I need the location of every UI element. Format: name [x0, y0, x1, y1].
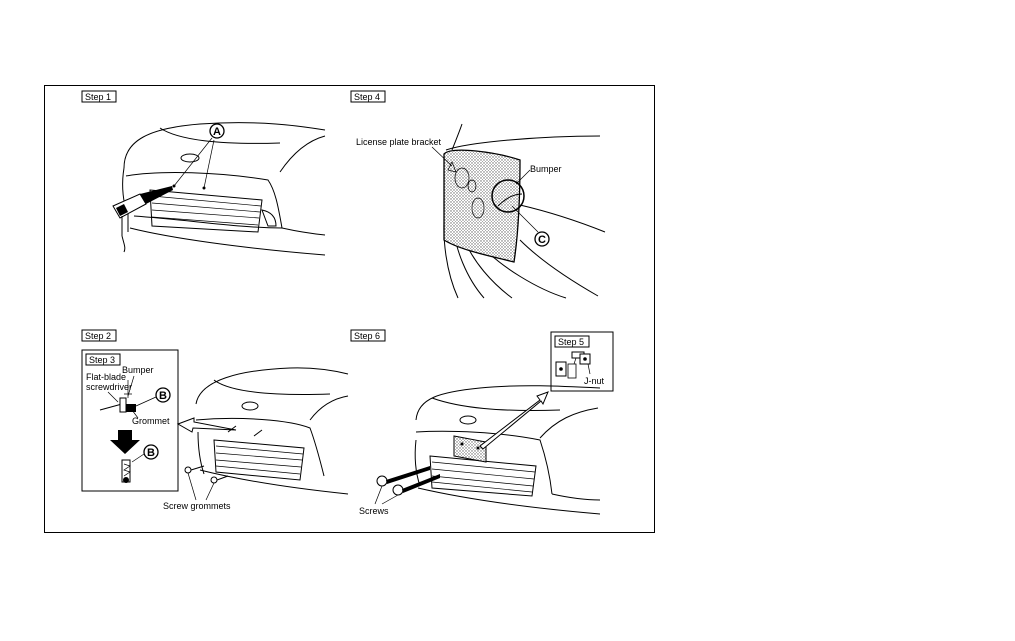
step6-bracket [454, 436, 486, 462]
step6-panel: Step 6 Step 5 J-nut [351, 330, 613, 516]
step2-panel: Step 2 Step 3 Flat-blade screwdriver Bum… [82, 330, 348, 511]
left-arrow-icon [178, 418, 236, 432]
step4-label: Step 4 [354, 92, 380, 102]
callout-b-top-label: B [159, 390, 167, 402]
screw-grommets-label: Screw grommets [163, 501, 231, 511]
step3-label: Step 3 [89, 355, 115, 365]
step1-panel: Step 1 [82, 91, 325, 255]
up-right-arrow-icon [480, 392, 548, 449]
callout-c-label: C [538, 234, 546, 246]
step1-label: Step 1 [85, 92, 111, 102]
license-plate-bracket-label: License plate bracket [356, 137, 442, 147]
callout-a-label: A [213, 126, 221, 138]
bumper-label-step4: Bumper [530, 164, 562, 174]
grommet-icon [122, 460, 130, 483]
screws-label: Screws [359, 506, 389, 516]
flat-blade-label: Flat-blade [86, 372, 126, 382]
step1-car-front [123, 123, 325, 255]
step2-car-front [196, 368, 348, 494]
step4-panel: Step 4 License plate bracket Bumper C [351, 91, 605, 298]
j-nut-label: J-nut [584, 376, 605, 386]
license-plate-bracket-shape [444, 150, 520, 262]
bumper-label-step3: Bumper [122, 365, 154, 375]
step2-label: Step 2 [85, 331, 111, 341]
step6-car-front [415, 386, 600, 514]
step6-label: Step 6 [354, 331, 380, 341]
callout-b-bottom-label: B [147, 447, 155, 459]
screwdriver-label: screwdriver [86, 382, 132, 392]
step5-label: Step 5 [558, 337, 584, 347]
